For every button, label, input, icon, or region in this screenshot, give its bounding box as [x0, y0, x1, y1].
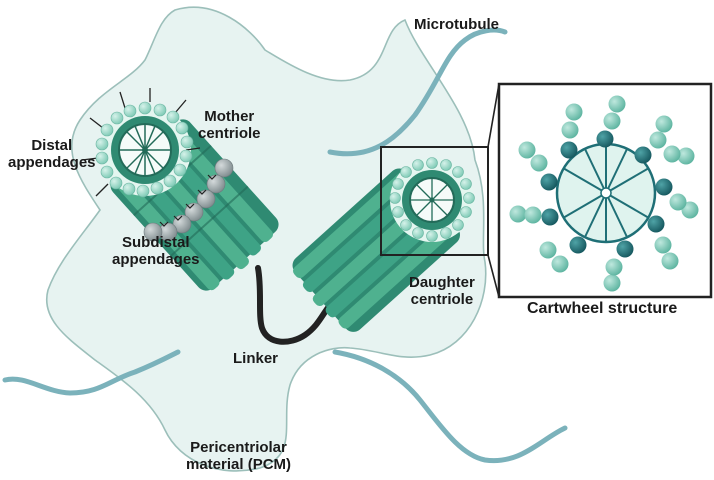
subdistal-appendages-label: Subdistal appendages [112, 234, 200, 268]
distal-appendages-label: Distal appendages [8, 137, 96, 171]
microtubule-label: Microtubule [414, 16, 499, 33]
distal-appendages-label-line2: appendages [8, 154, 96, 171]
linker-label: Linker [233, 350, 279, 367]
microtubule-top [327, 27, 508, 157]
microtubules [2, 27, 568, 464]
mother-bead-ring [95, 101, 194, 198]
mother-centriole-label-line2: centriole [198, 125, 261, 142]
daughter-centriole-label-line1: Daughter [409, 274, 475, 291]
mother-centriole-label: Mother centriole [198, 108, 261, 142]
distal-appendages-label-line1: Distal [31, 137, 73, 154]
mother-centriole-label-line1: Mother [204, 108, 255, 125]
subdistal-appendages [143, 158, 234, 242]
cartwheel-structure [509, 95, 699, 292]
pcm-label-line1: Pericentriolar [190, 439, 287, 456]
zoom-box [380, 146, 489, 256]
daughter-centriole [292, 157, 475, 332]
daughter-bead-ring [389, 157, 475, 242]
mother-centriole [81, 88, 279, 291]
pcm-label: Pericentriolar material (PCM) [186, 439, 291, 473]
pcm-label-line2: material (PCM) [186, 456, 292, 473]
linker-fiber [255, 265, 333, 345]
daughter-centriole-label-line2: centriole [410, 291, 474, 308]
daughter-centriole-label: Daughter centriole [409, 274, 475, 308]
cartwheel-structure-label: Cartwheel structure [527, 300, 678, 317]
microtubule-right [332, 349, 568, 464]
subdistal-appendages-label-line1: Subdistal [122, 234, 190, 251]
subdistal-appendages-label-line2: appendages [112, 251, 200, 268]
microtubule-left [2, 349, 181, 396]
